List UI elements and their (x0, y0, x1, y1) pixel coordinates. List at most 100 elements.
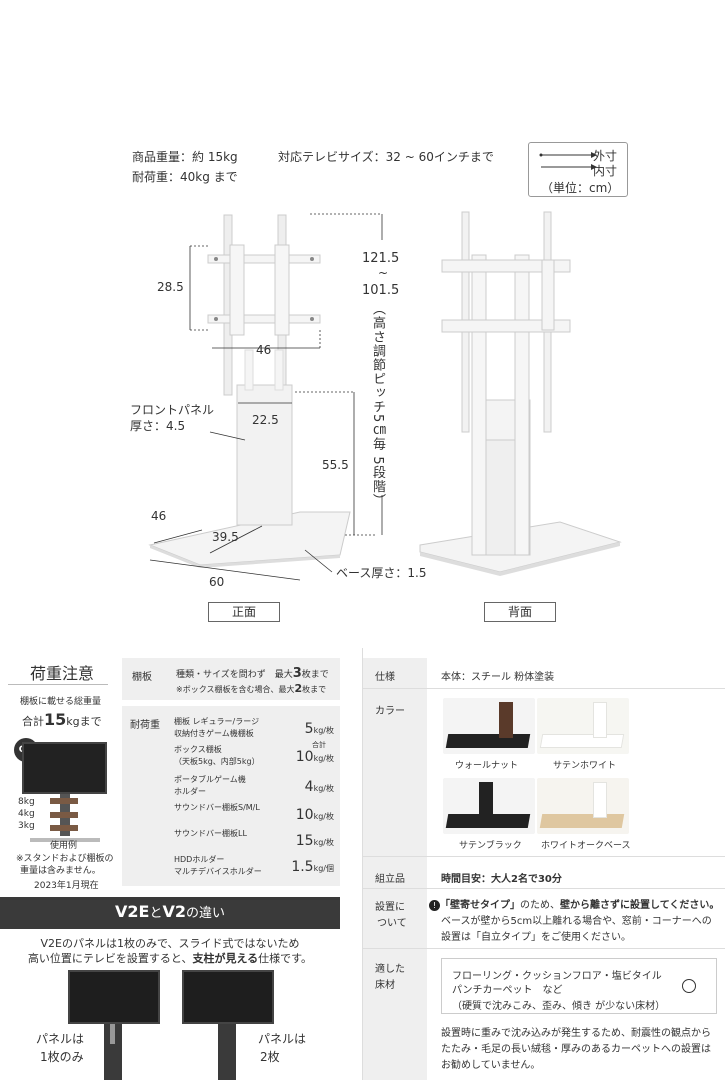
dim-tilde: ~ (378, 266, 389, 280)
weight-4kg: 4kg (18, 809, 35, 819)
floor-head-2: 床材 (375, 980, 395, 991)
floor-line-3: （硬質で沈みこみ、歪み、傾き が少ない床材） (452, 1001, 666, 1012)
front-panel-thickness: 厚さ：4.5 (130, 419, 186, 433)
load-row-name-1: サウンドバー棚板LL (174, 829, 247, 838)
install-line-2: ベースが壁から5cm以上離れる場合や、窓前・コーナーへの (441, 916, 712, 927)
v2-tv-illustration (182, 970, 274, 1024)
material-value: 本体：スチール 粉体塗装 (441, 672, 555, 683)
v2-compare-title: V2EとV2の違い (115, 902, 225, 921)
assembly-value: 時間目安：大人2名で30分 (441, 874, 562, 885)
back-stand-illustration (419, 211, 622, 576)
dimension-lines (149, 213, 383, 581)
load-row-name-1: ボックス棚板 (174, 745, 222, 754)
swatch-white-oak[interactable] (537, 778, 629, 834)
height-adjust-note: （高さ調節ピッチ5㎝毎 5段階） (370, 302, 385, 508)
front-panel-label: フロントパネル (130, 403, 215, 417)
floor-note-2: たたみ・毛足の長い絨毯・厚みのあるカーペットへの設置は (441, 1044, 711, 1055)
load-row-value: 10kg/枚 (295, 807, 334, 823)
load-row-name-2: ホルダー (174, 787, 206, 796)
v2-panel-label-2: 2枚 (260, 1050, 280, 1064)
legend-arrows-icon (539, 152, 597, 170)
base-thickness: ベース厚さ：1.5 (336, 566, 427, 580)
back-view-label: 背面 (484, 602, 556, 622)
color-walnut: ウォールナット (455, 761, 519, 771)
load-row-pre: 合計 (312, 741, 326, 749)
load-caution-title: 荷重注意 (30, 664, 95, 683)
load-row: 棚板 レギュラー/ラージ収納付きゲーム機棚板 5kg/枚 (122, 716, 340, 742)
install-line-3: 設置は「自立タイプ」をご使用ください。 (441, 932, 631, 943)
product-weight: 商品重量：約 15kg (132, 150, 238, 164)
install-line-1: !「壁寄せタイプ」のため、壁から離さずに設置してください。 (429, 896, 719, 911)
v2e-tv-illustration (68, 970, 160, 1024)
floor-box: フローリング・クッションフロア・塩ビタイル パンチカーペット など （硬質で沈み… (441, 958, 717, 1014)
tv-size-range: 対応テレビサイズ：32 ~ 60インチまで (278, 150, 494, 164)
weight-8kg: 8kg (18, 797, 35, 807)
dim-22-5: 22.5 (252, 413, 279, 427)
front-stand-illustration (148, 214, 351, 568)
dim-101-5: 101.5 (362, 283, 400, 298)
load-row: サウンドバー棚板LL 15kg/枚 (122, 828, 340, 854)
load-row-value: 15kg/枚 (295, 833, 334, 849)
load-row-name-1: 棚板 レギュラー/ラージ (174, 717, 260, 726)
load-note-2: 重量は含みません。 (20, 866, 101, 876)
load-row: HDDホルダーマルチデバイスホルダー 1.5kg/個 (122, 854, 340, 880)
floor-head-1: 適した (375, 964, 405, 975)
swatch-walnut[interactable] (443, 698, 535, 754)
shelf-head: 棚板 (132, 672, 152, 683)
load-row-value: 1.5kg/個 (291, 859, 334, 875)
load-row-name-2: 収納付きゲーム機棚板 (174, 729, 254, 738)
color-satin-black: サテンブラック (459, 841, 522, 851)
load-capacity-table: 耐荷重 棚板 レギュラー/ラージ収納付きゲーム機棚板 5kg/枚ボックス棚板（天板… (122, 706, 340, 886)
dim-46-width: 46 (256, 343, 272, 357)
weight-3kg: 3kg (18, 821, 35, 831)
load-row-value: 4kg/枚 (304, 779, 334, 795)
color-satin-white: サテンホワイト (553, 761, 617, 771)
dimension-legend: 外寸 内寸 （単位：cm） (528, 142, 628, 197)
color-white-oak: ホワイトオークベース (541, 841, 631, 851)
load-capacity: 耐荷重：40kg まで (132, 170, 238, 184)
load-row-value: 10kg/枚 (295, 749, 334, 765)
v2e-panel-illustration (104, 1024, 122, 1080)
v2e-panel-label-1: パネルは (36, 1032, 85, 1046)
shelf-limit-1: 種類・サイズを問わず 最大3枚まで (176, 666, 329, 681)
v2-compare-desc-1: V2Eのパネルは1枚のみで、スライド式ではないため (40, 937, 300, 950)
v2-compare-banner: V2EとV2の違い (0, 897, 340, 929)
legend-unit: （単位：cm） (541, 181, 620, 195)
usage-example: 使用例 (50, 841, 78, 851)
floor-note-1: 設置時に重みで沈み込みが発生するため、耐震性の観点から (441, 1028, 711, 1039)
load-row-name-1: サウンドバー棚板S/M/L (174, 803, 260, 812)
dim-60: 60 (209, 575, 225, 589)
install-head-1: 設置に (375, 902, 405, 913)
legend-inner: 内寸 (593, 164, 618, 178)
swatch-satin-black[interactable] (443, 778, 535, 834)
v2-compare-desc-2: 高い位置にテレビを設置すると、支柱が見える仕様です。 (27, 952, 313, 965)
load-caution-subtitle: 棚板に載せる総重量 (20, 697, 102, 707)
front-view-label: 正面 (208, 602, 280, 622)
load-note-1: ※スタンドおよび棚板の (16, 854, 114, 864)
warning-icon: ! (429, 900, 440, 911)
load-date: 2023年1月現在 (34, 881, 99, 891)
tv-illustration (22, 742, 107, 794)
load-row-value: 5kg/枚 (304, 721, 334, 737)
assembly-head: 組立品 (375, 874, 405, 885)
stand-dimension-drawing (148, 211, 622, 581)
color-head: カラー (375, 706, 405, 717)
load-row-name-2: マルチデバイスホルダー (174, 867, 262, 876)
suitable-circle-icon (682, 979, 696, 993)
load-row: サウンドバー棚板S/M/L 10kg/枚 (122, 802, 340, 828)
load-head: 耐荷重 (130, 720, 160, 731)
dim-46-depth: 46 (151, 509, 167, 523)
v2-panel-illustration (218, 1024, 236, 1080)
swatch-satin-white[interactable] (537, 698, 629, 754)
floor-note-3: お勧めしていません。 (441, 1060, 541, 1071)
shelf-count-row: 棚板 種類・サイズを問わず 最大3枚まで ※ボックス棚板を含む場合、最大2枚まで (122, 658, 340, 700)
dim-39-5: 39.5 (212, 530, 239, 544)
shelf-limit-2: ※ボックス棚板を含む場合、最大2枚まで (176, 682, 327, 695)
floor-line-1: フローリング・クッションフロア・塩ビタイル (452, 971, 662, 982)
load-row-name-1: HDDホルダー (174, 855, 225, 864)
v2e-panel-label-2: 1枚のみ (40, 1050, 84, 1064)
dim-28-5: 28.5 (157, 280, 184, 294)
install-head-2: ついて (377, 918, 407, 929)
